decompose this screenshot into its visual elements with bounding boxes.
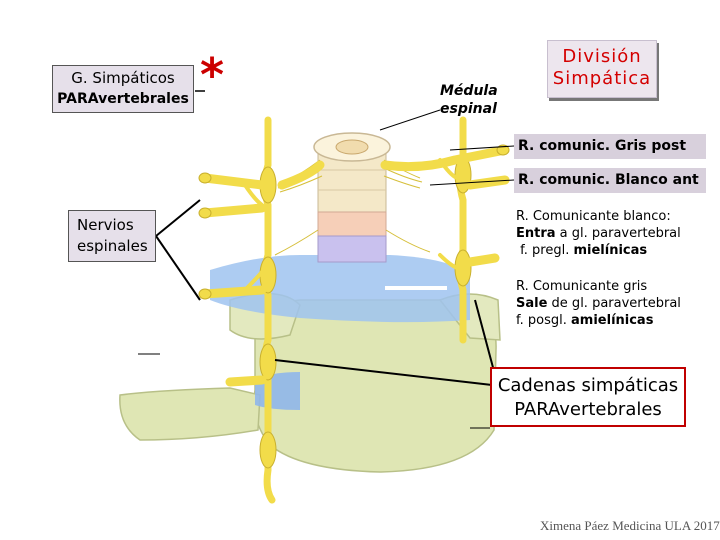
division-simpatica-title: División Simpática bbox=[547, 40, 657, 98]
rc-gris-title: R. Comunicante gris bbox=[516, 279, 648, 294]
asterisk-marker: * bbox=[200, 48, 225, 102]
rc-blanco-entra: Entra bbox=[516, 226, 556, 241]
spinal-cord-core bbox=[335, 139, 369, 155]
vertebral-process-left bbox=[119, 387, 261, 441]
nervios-espinales-label: Nervios espinales bbox=[68, 210, 156, 262]
rc-blanco-text1: a gl. paravertebral bbox=[555, 226, 681, 241]
rami-communicantes bbox=[243, 158, 459, 292]
ramo-blanco-label: R. comunic. Blanco ant bbox=[514, 168, 706, 193]
ramo-comunicante-blanco-note: R. Comunicante blanco: Entra a gl. parav… bbox=[516, 208, 690, 259]
rc-gris-amielinicas: amielínicas bbox=[571, 313, 654, 328]
g-simpaticos-line1: G. Simpáticos bbox=[71, 69, 175, 87]
cord-pink-segment bbox=[317, 211, 387, 237]
rc-blanco-text2: f. pregl. bbox=[520, 243, 574, 258]
author-credit: Ximena Páez Medicina ULA 2017 bbox=[540, 518, 720, 533]
rc-gris-text1: de gl. paravertebral bbox=[547, 296, 681, 311]
medula-line2: espinal bbox=[440, 101, 497, 117]
cadenas-line2: PARAvertebrales bbox=[514, 399, 662, 420]
rc-gris-text2: f. posgl. bbox=[516, 313, 572, 328]
medula-espinal-label: Médula espinal bbox=[440, 82, 498, 118]
nervios-line1: Nervios bbox=[77, 216, 134, 234]
left-ganglion-4 bbox=[259, 431, 277, 469]
division-line2: Simpática bbox=[552, 68, 652, 89]
spinal-nerves bbox=[200, 145, 510, 387]
rc-blanco-mielinicas: mielínicas bbox=[573, 243, 648, 258]
nervios-line2: espinales bbox=[77, 237, 148, 255]
right-sympathetic-chain bbox=[456, 116, 467, 344]
cadenas-simpaticas-label: Cadenas simpáticas PARAvertebrales bbox=[490, 367, 686, 427]
rc-gris-sale: Sale bbox=[516, 296, 548, 311]
medula-line1: Médula bbox=[440, 83, 498, 99]
cadenas-line1: Cadenas simpáticas bbox=[497, 375, 679, 396]
rc-blanco-title: R. Comunicante blanco: bbox=[516, 209, 671, 224]
leader-lines bbox=[138, 90, 515, 429]
left-ganglion-3 bbox=[259, 343, 277, 381]
g-simpaticos-line2: PARAvertebrales bbox=[57, 91, 189, 107]
ramo-gris-label: R. comunic. Gris post bbox=[514, 134, 706, 159]
division-line1: División bbox=[562, 46, 642, 67]
g-simpaticos-label: G. Simpáticos PARAvertebrales bbox=[52, 65, 194, 113]
ramo-comunicante-gris-note: R. Comunicante gris Sale de gl. paravert… bbox=[516, 278, 690, 329]
cord-lavender-segment bbox=[317, 235, 387, 263]
